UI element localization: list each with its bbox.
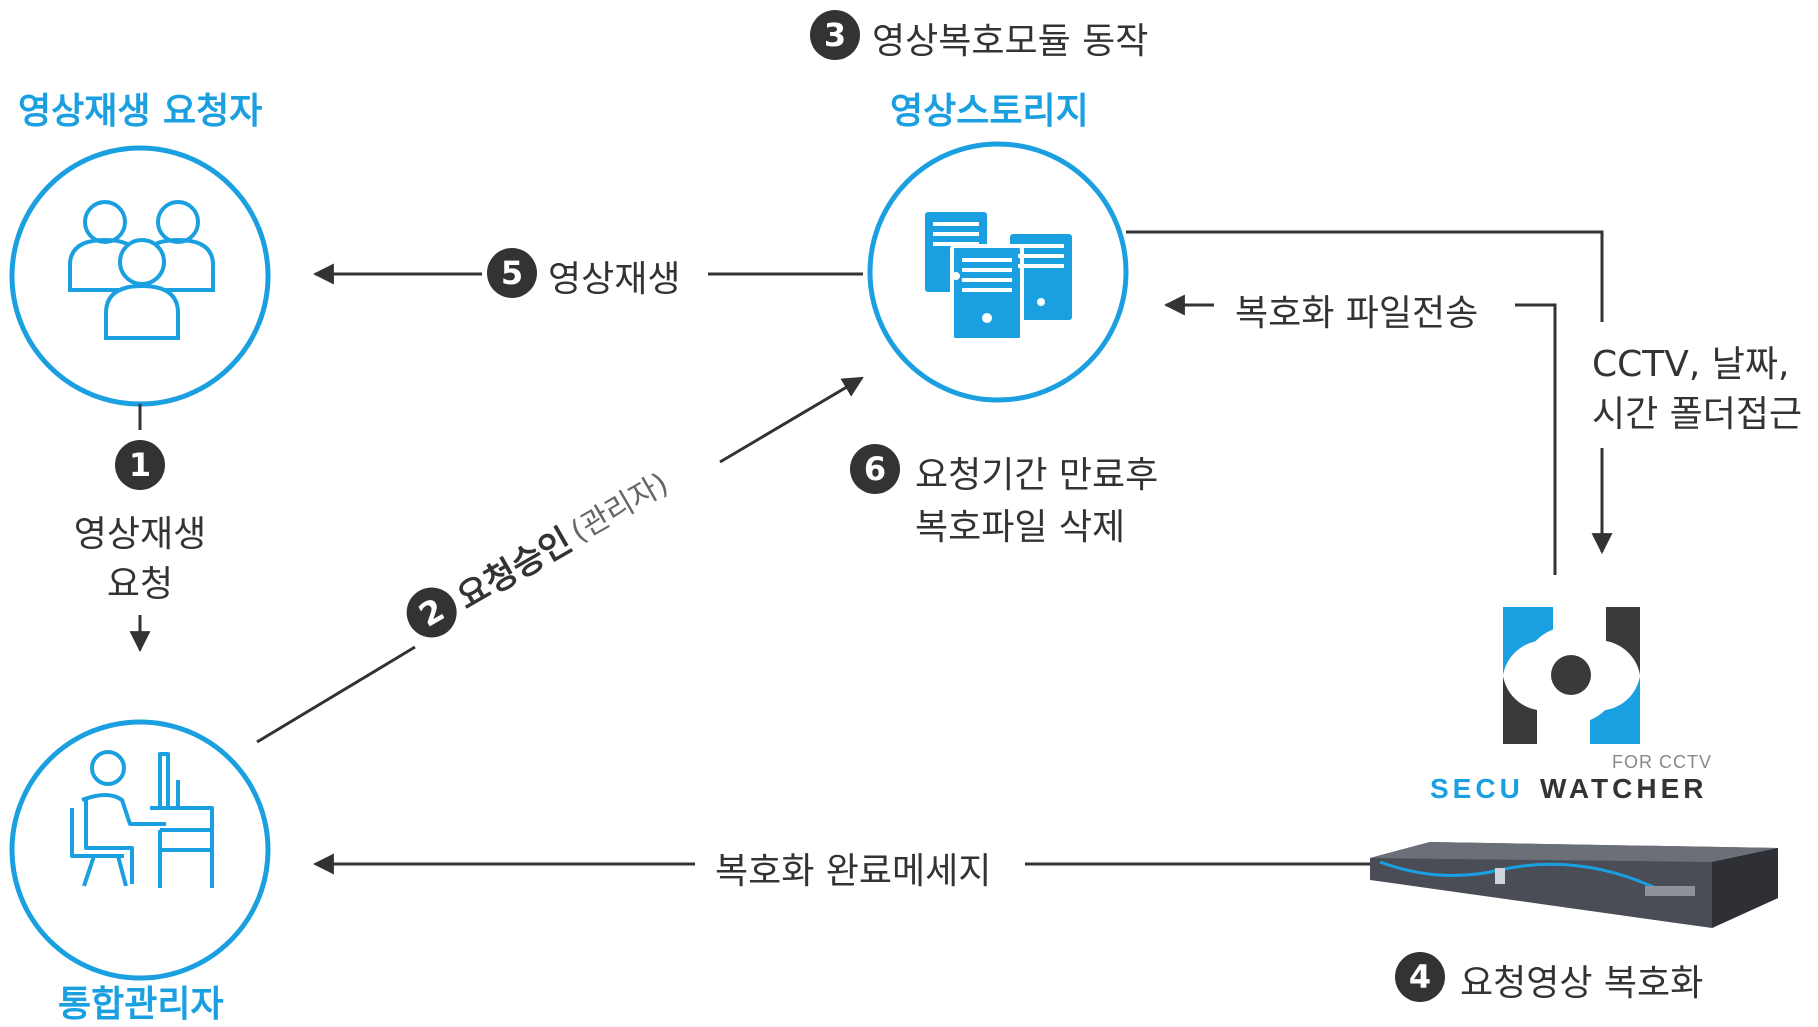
step-3-badge: 3 bbox=[810, 10, 860, 60]
step-6-label-line2: 복호파일 삭제 bbox=[915, 507, 1126, 548]
edge-2a bbox=[256, 645, 416, 744]
brand-for-cctv: FOR CCTV bbox=[1612, 752, 1712, 772]
storage-circle bbox=[867, 141, 1129, 403]
edge-file-transfer bbox=[1515, 303, 1557, 575]
step-6-badge: 6 bbox=[850, 444, 900, 494]
step-1-label-line1: 영상재생 bbox=[73, 514, 207, 555]
step-1-badge: 1 bbox=[115, 440, 165, 490]
brand-secu: SECU bbox=[1430, 773, 1524, 804]
appliance-device bbox=[1370, 842, 1778, 928]
edge-folder-access bbox=[1126, 230, 1604, 322]
complete-message-label: 복호화 완료메세지 bbox=[715, 851, 992, 892]
step-6-label-line1: 요청기간 만료후 bbox=[915, 455, 1159, 496]
folder-access-label-line1: CCTV, 날짜, bbox=[1592, 344, 1790, 385]
servers-icon bbox=[925, 212, 1072, 342]
storage-title: 영상스토리지 bbox=[890, 91, 1089, 132]
file-transfer-label: 복호화 파일전송 bbox=[1235, 293, 1479, 334]
step-4-label: 요청영상 복호화 bbox=[1460, 963, 1704, 1004]
admin-circle bbox=[9, 719, 271, 981]
users-icon bbox=[68, 200, 215, 340]
folder-access-label-line2: 시간 폴더접근 bbox=[1592, 394, 1803, 435]
secu-watcher-logo bbox=[1503, 607, 1640, 744]
step-5-label: 영상재생 bbox=[548, 259, 681, 300]
step-5-badge: 5 bbox=[487, 248, 537, 298]
requester-title: 영상재생 요청자 bbox=[18, 91, 263, 132]
step-4-badge: 4 bbox=[1395, 952, 1445, 1002]
step-1-label-line2: 요청 bbox=[106, 564, 174, 605]
admin-desk-icon bbox=[70, 750, 214, 888]
admin-title: 통합관리자 bbox=[58, 984, 224, 1025]
edge-2b bbox=[719, 376, 864, 464]
step-3-label: 영상복호모듈 동작 bbox=[872, 21, 1149, 62]
brand-watcher: WATCHER bbox=[1540, 773, 1708, 804]
